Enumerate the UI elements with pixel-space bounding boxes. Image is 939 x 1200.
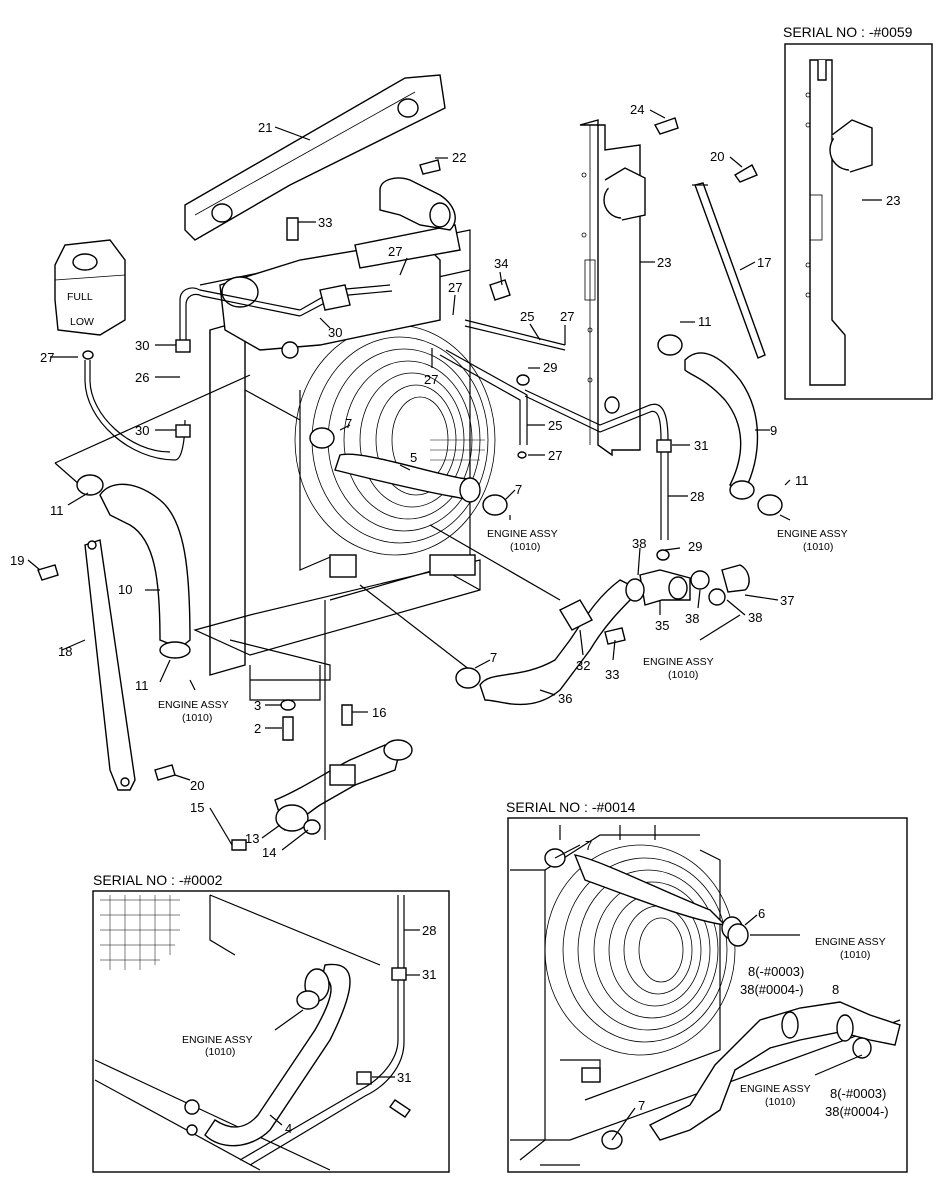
engine-assy-code-main-c: (1010) bbox=[668, 669, 698, 681]
label-11-top: 11 bbox=[698, 314, 712, 329]
label-36: 36 bbox=[558, 691, 572, 706]
engine-assy-inset-right-b: ENGINE ASSY bbox=[740, 1083, 811, 1095]
label-16: 16 bbox=[372, 705, 386, 720]
engine-assy-code-main-b: (1010) bbox=[803, 541, 833, 553]
label-11-left: 11 bbox=[50, 503, 64, 518]
engine-assy-code-main-a: (1010) bbox=[510, 541, 540, 553]
label-28-main: 28 bbox=[690, 489, 704, 504]
serial-label-top-right: SERIAL NO : -#0059 bbox=[783, 24, 913, 40]
engine-assy-code-inset-right-a: (1010) bbox=[840, 949, 870, 961]
label-31-inset-b: 31 bbox=[397, 1070, 411, 1085]
label-29-top: 29 bbox=[543, 360, 557, 375]
label-29-main: 29 bbox=[688, 539, 702, 554]
note-38b: 38(#0004-) bbox=[825, 1104, 889, 1119]
label-31-main: 31 bbox=[694, 438, 708, 453]
inset-serial-0014: SERIAL NO : -#0014 7 bbox=[506, 799, 908, 1173]
label-25-a: 25 bbox=[520, 309, 534, 324]
label-14: 14 bbox=[262, 845, 276, 860]
label-28-inset: 28 bbox=[422, 923, 436, 938]
label-32: 32 bbox=[576, 658, 590, 673]
hose-part-37 bbox=[721, 564, 750, 593]
label-33-bottom: 33 bbox=[605, 667, 619, 682]
label-7-a: 7 bbox=[345, 416, 352, 431]
label-2: 2 bbox=[254, 721, 261, 736]
label-30-c: 30 bbox=[135, 423, 149, 438]
note-8b: 8(-#0003) bbox=[830, 1086, 886, 1101]
label-34: 34 bbox=[494, 256, 508, 271]
stay-part-18 bbox=[84, 539, 136, 791]
label-27-d: 27 bbox=[40, 350, 54, 365]
label-3: 3 bbox=[254, 698, 261, 713]
label-27-c: 27 bbox=[560, 309, 574, 324]
engine-assy-main-b: ENGINE ASSY bbox=[777, 528, 848, 540]
label-27-b: 27 bbox=[448, 280, 462, 295]
engine-assy-code-main-d: (1010) bbox=[182, 712, 212, 724]
reservoir-text-low: LOW bbox=[70, 316, 94, 328]
label-15: 15 bbox=[190, 800, 204, 815]
inset-serial-0002: SERIAL NO : -#0002 ENGINE ASSY (1010) 28… bbox=[92, 872, 450, 1173]
label-7-inset-b: 7 bbox=[638, 1098, 645, 1113]
hose-part-10 bbox=[99, 483, 191, 649]
label-7-b: 7 bbox=[515, 482, 522, 497]
label-20-top: 20 bbox=[710, 149, 724, 164]
label-25-b: 25 bbox=[548, 418, 562, 433]
label-24: 24 bbox=[630, 102, 644, 117]
label-19: 19 bbox=[10, 553, 24, 568]
main-assembly: FULL LOW bbox=[37, 74, 783, 851]
engine-assy-code-inset-left: (1010) bbox=[205, 1046, 235, 1058]
label-10: 10 bbox=[118, 582, 132, 597]
hose-part-9 bbox=[684, 352, 759, 491]
label-27-f: 27 bbox=[548, 448, 562, 463]
label-27-e: 27 bbox=[424, 372, 438, 387]
label-7-c: 7 bbox=[490, 650, 497, 665]
label-20-bottom: 20 bbox=[190, 778, 204, 793]
label-38-c: 38 bbox=[748, 610, 762, 625]
label-21: 21 bbox=[258, 120, 272, 135]
engine-assy-main-a: ENGINE ASSY bbox=[487, 528, 558, 540]
label-23-inset: 23 bbox=[886, 193, 900, 208]
engine-assy-main-d: ENGINE ASSY bbox=[158, 699, 229, 711]
engine-assy-code-inset-right-b: (1010) bbox=[765, 1096, 795, 1108]
label-17: 17 bbox=[757, 255, 771, 270]
serial-label-bottom-left: SERIAL NO : -#0002 bbox=[93, 872, 223, 888]
label-37: 37 bbox=[780, 593, 794, 608]
label-38-a: 38 bbox=[632, 536, 646, 551]
label-4: 4 bbox=[285, 1121, 292, 1136]
reservoir-text-full: FULL bbox=[67, 291, 93, 303]
label-11-bottom: 11 bbox=[135, 678, 149, 693]
engine-assy-inset-left: ENGINE ASSY bbox=[182, 1034, 253, 1046]
label-6: 6 bbox=[758, 906, 765, 921]
label-35: 35 bbox=[655, 618, 669, 633]
note-8a: 8(-#0003) bbox=[748, 964, 804, 979]
serial-label-bottom-right: SERIAL NO : -#0014 bbox=[506, 799, 636, 815]
shroud-part-21 bbox=[184, 74, 446, 241]
label-27-a: 27 bbox=[388, 244, 402, 259]
label-30-b: 30 bbox=[328, 325, 342, 340]
label-30-a: 30 bbox=[135, 338, 149, 353]
label-26: 26 bbox=[135, 370, 149, 385]
engine-assy-main-c: ENGINE ASSY bbox=[643, 656, 714, 668]
label-31-inset-a: 31 bbox=[422, 967, 436, 982]
inset-serial-0059: SERIAL NO : -#0059 23 bbox=[783, 24, 933, 400]
label-5: 5 bbox=[410, 450, 417, 465]
label-18: 18 bbox=[58, 644, 72, 659]
label-33-top: 33 bbox=[318, 215, 332, 230]
note-38a: 38(#0004-) bbox=[740, 982, 804, 997]
label-7-inset-a: 7 bbox=[585, 838, 592, 853]
coolant-reservoir bbox=[54, 239, 126, 336]
part-labels: 21 22 33 24 20 23 17 27 27 34 25 27 11 2… bbox=[10, 102, 848, 860]
label-11-right: 11 bbox=[795, 473, 809, 488]
label-22: 22 bbox=[452, 150, 466, 165]
label-9: 9 bbox=[770, 423, 777, 438]
engine-assy-inset-right-a: ENGINE ASSY bbox=[815, 936, 886, 948]
label-8-inset: 8 bbox=[832, 982, 839, 997]
stay-part-17 bbox=[694, 182, 766, 359]
label-38-b: 38 bbox=[685, 611, 699, 626]
label-23-main: 23 bbox=[657, 255, 671, 270]
label-13: 13 bbox=[245, 831, 259, 846]
